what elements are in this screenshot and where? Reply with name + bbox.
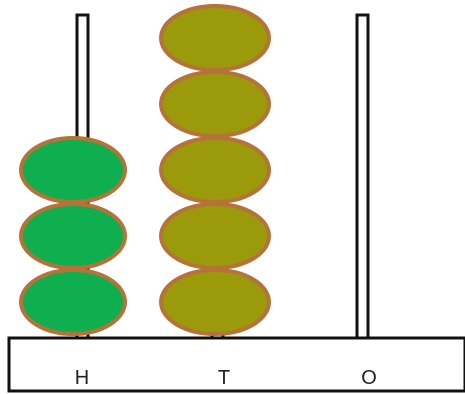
label-hundreds: H bbox=[75, 367, 89, 389]
bead-tens-1 bbox=[159, 268, 271, 336]
bead-hundreds-1 bbox=[19, 268, 127, 336]
bead-hundreds-2 bbox=[19, 202, 127, 270]
bead-hundreds-3 bbox=[19, 136, 127, 204]
abacus-base bbox=[7, 336, 465, 393]
bead-tens-2 bbox=[159, 202, 271, 270]
beads-tens bbox=[159, 4, 271, 336]
label-tens: T bbox=[218, 367, 230, 389]
rod-ones bbox=[355, 13, 370, 342]
label-ones: O bbox=[361, 367, 377, 389]
bead-tens-4 bbox=[159, 70, 271, 138]
beads-hundreds bbox=[19, 136, 127, 336]
bead-tens-3 bbox=[159, 136, 271, 204]
bead-tens-5 bbox=[159, 4, 271, 72]
